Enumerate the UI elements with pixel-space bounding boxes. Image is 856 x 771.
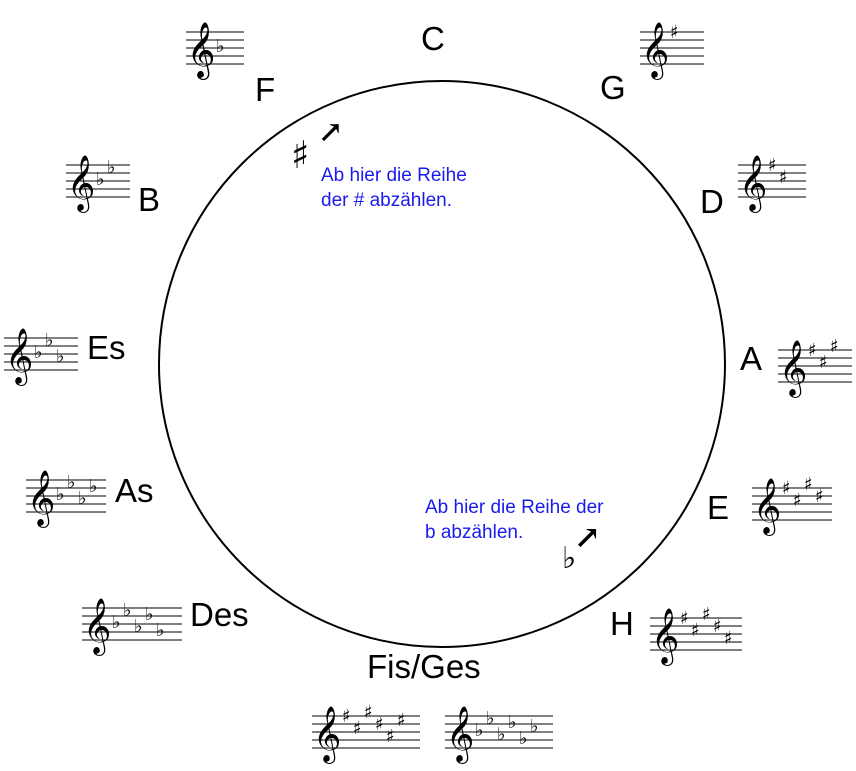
treble-clef-icon: 𝄞 (779, 340, 807, 398)
treble-clef-icon: 𝄞 (67, 155, 95, 213)
staff-as: 𝄞♭♭♭♭ (26, 470, 106, 528)
fifths-circle (158, 80, 726, 648)
flat-accidental-icon: ♭ (530, 716, 539, 737)
sharp-symbol: ♯ (291, 133, 310, 177)
sharp-accidental-icon: ♯ (713, 616, 722, 637)
treble-clef-icon: 𝄞 (187, 22, 215, 80)
treble-clef-icon: 𝄞 (651, 608, 679, 666)
flat-accidental-icon: ♭ (89, 476, 98, 497)
flat-accidental-icon: ♭ (475, 720, 484, 741)
key-label-des: Des (190, 596, 249, 633)
key-label-f: F (255, 71, 276, 108)
key-label-h: H (610, 605, 634, 642)
flat-accidental-icon: ♭ (508, 712, 517, 733)
sharp-accidental-icon: ♯ (830, 336, 839, 357)
flat-accidental-icon: ♭ (112, 612, 121, 633)
sharp-accidental-icon: ♯ (724, 628, 733, 649)
flat-symbol: ♭ (562, 541, 577, 576)
flat-accidental-icon: ♭ (123, 600, 132, 621)
sharp-accidental-icon: ♯ (793, 490, 802, 511)
staff-des: 𝄞♭♭♭♭♭ (82, 598, 182, 656)
sharp-accidental-icon: ♯ (808, 340, 817, 361)
flat-accidental-icon: ♭ (56, 346, 65, 367)
flat-accidental-icon: ♭ (497, 724, 506, 745)
arrow-up-right-icon: ↗ (318, 115, 344, 150)
sharp-accidental-icon: ♯ (804, 474, 813, 495)
flat-accidental-icon: ♭ (486, 708, 495, 729)
treble-clef-icon: 𝄞 (27, 470, 55, 528)
treble-clef-icon: 𝄞 (5, 328, 33, 386)
flat-accidental-icon: ♭ (34, 342, 43, 363)
flat-accidental-icon: ♭ (96, 169, 105, 190)
sharp-accidental-icon: ♯ (702, 604, 711, 625)
staff-d: 𝄞♯♯ (738, 155, 806, 213)
treble-clef-icon: 𝄞 (753, 478, 781, 536)
key-label-es: Es (87, 329, 126, 366)
staff-fis-ges-1: 𝄞♭♭♭♭♭♭ (445, 706, 553, 764)
sharp-accidental-icon: ♯ (375, 714, 384, 735)
staff-b: 𝄞♭♭ (66, 155, 130, 213)
treble-clef-icon: 𝄞 (446, 706, 474, 764)
staff-fis-ges-0: 𝄞♯♯♯♯♯♯ (312, 702, 420, 764)
staff-g: 𝄞♯ (640, 22, 704, 80)
treble-clef-icon: 𝄞 (739, 155, 767, 213)
key-label-g: G (600, 69, 626, 106)
sharp-accidental-icon: ♯ (386, 726, 395, 747)
key-label-b: B (138, 181, 161, 218)
flats-note: Ab hier die Reihe der b abzählen. (425, 495, 604, 545)
treble-clef-icon: 𝄞 (313, 706, 341, 764)
sharp-accidental-icon: ♯ (670, 22, 679, 43)
flat-accidental-icon: ♭ (156, 620, 165, 641)
sharp-accidental-icon: ♯ (691, 620, 700, 641)
key-signature-staves: 𝄞𝄞♯𝄞♯♯𝄞♯♯♯𝄞♯♯♯♯𝄞♯♯♯♯♯𝄞♯♯♯♯♯♯𝄞♭♭♭♭♭♭𝄞♭♭♭♭… (4, 22, 852, 764)
key-label-e: E (707, 489, 730, 526)
sharp-accidental-icon: ♯ (768, 155, 777, 176)
key-label-c: C (421, 20, 445, 57)
sharp-accidental-icon: ♯ (342, 706, 351, 727)
treble-clef-icon: 𝄞 (83, 598, 111, 656)
staff-h: 𝄞♯♯♯♯♯ (650, 604, 742, 666)
staff-f: 𝄞♭ (186, 22, 244, 80)
key-label-d: D (700, 183, 724, 220)
flats-note-line-1: Ab hier die Reihe der (425, 497, 604, 518)
sharps-note-line-2: der # abzählen. (321, 190, 452, 211)
staff-a: 𝄞♯♯♯ (778, 336, 852, 398)
staff-e: 𝄞♯♯♯♯ (752, 474, 832, 536)
flats-note-line-2: b abzählen. (425, 522, 524, 543)
key-label-fis-ges: Fis/Ges (367, 648, 481, 685)
sharps-note-line-1: Ab hier die Reihe (321, 165, 467, 186)
flat-accidental-icon: ♭ (134, 616, 143, 637)
key-label-as: As (115, 472, 154, 509)
flat-accidental-icon: ♭ (519, 728, 528, 749)
treble-clef-icon: 𝄞 (641, 22, 669, 80)
flat-accidental-icon: ♭ (67, 472, 76, 493)
flat-accidental-icon: ♭ (216, 36, 225, 57)
key-label-a: A (740, 340, 763, 377)
sharp-accidental-icon: ♯ (364, 702, 373, 723)
sharp-accidental-icon: ♯ (815, 486, 824, 507)
sharp-accidental-icon: ♯ (782, 478, 791, 499)
sharp-accidental-icon: ♯ (397, 710, 406, 731)
staff-es: 𝄞♭♭♭ (4, 328, 78, 386)
arrow-up-right-icon: ↗ (574, 518, 601, 556)
sharp-accidental-icon: ♯ (680, 608, 689, 629)
flat-accidental-icon: ♭ (107, 157, 116, 178)
flat-accidental-icon: ♭ (56, 484, 65, 505)
sharp-accidental-icon: ♯ (779, 167, 788, 188)
flat-accidental-icon: ♭ (45, 330, 54, 351)
sharp-accidental-icon: ♯ (353, 718, 362, 739)
sharps-note: Ab hier die Reihe der # abzählen. (321, 163, 467, 213)
sharp-accidental-icon: ♯ (819, 352, 828, 373)
flat-accidental-icon: ♭ (145, 604, 154, 625)
flat-accidental-icon: ♭ (78, 488, 87, 509)
